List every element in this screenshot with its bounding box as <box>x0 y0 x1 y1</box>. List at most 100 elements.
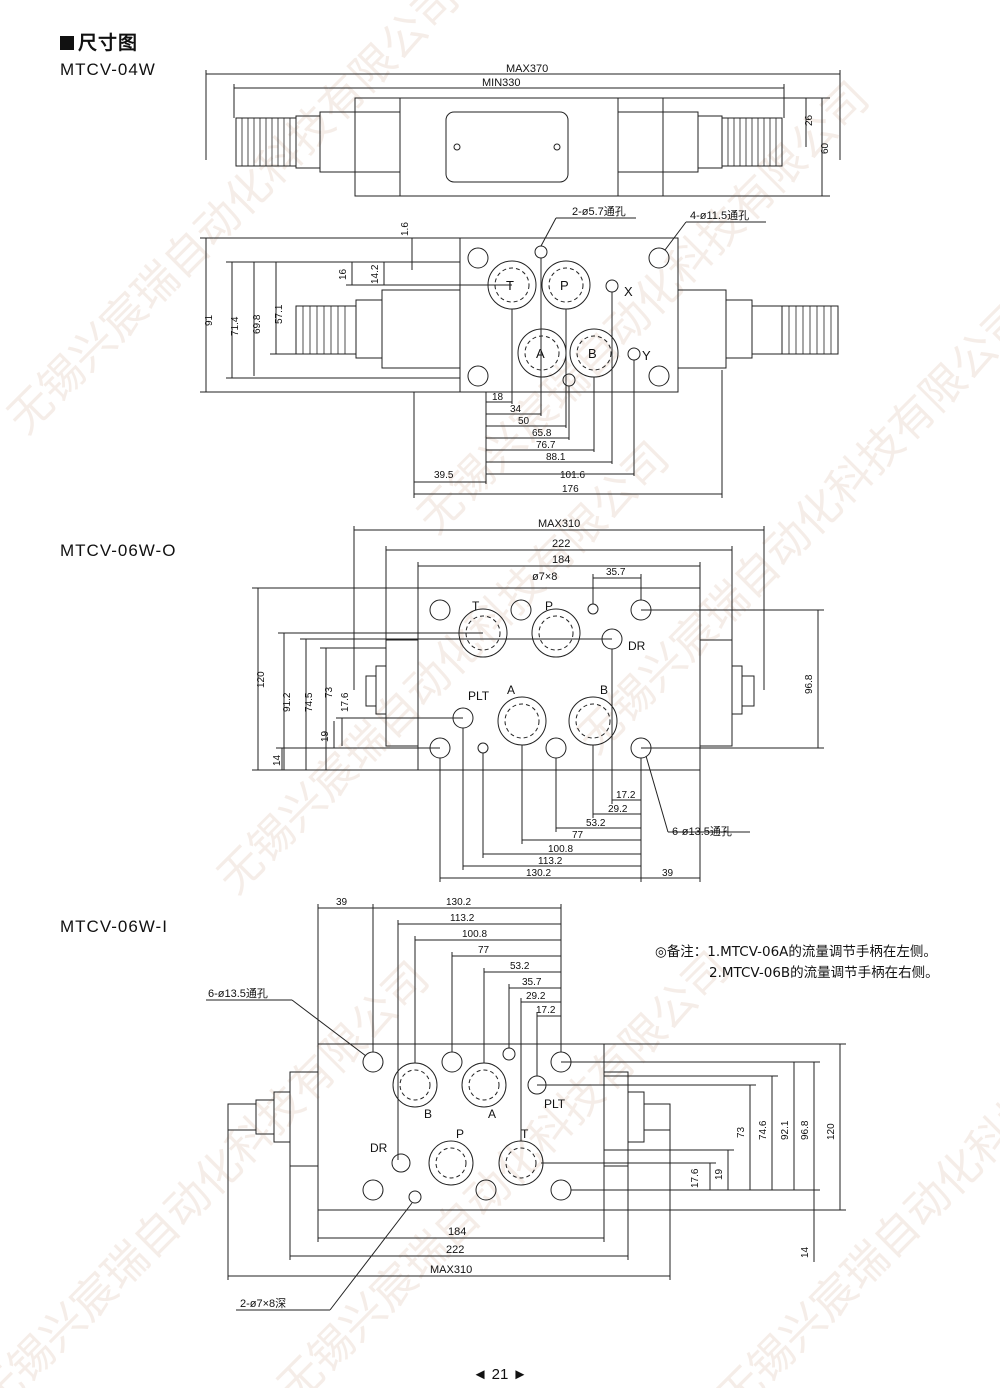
left-nut <box>375 665 387 715</box>
dim-50: 50 <box>518 416 530 427</box>
right-body <box>699 639 733 747</box>
screw-icon <box>453 143 461 151</box>
dim-39: 39 <box>662 868 674 879</box>
nameplate <box>445 111 569 183</box>
dim-16: 16 <box>338 268 349 280</box>
valve-right-cap <box>617 111 699 173</box>
dim-65-8: 65.8 <box>532 428 552 439</box>
port-label-dr: DR <box>370 1141 388 1155</box>
right-nut <box>697 115 723 169</box>
left-knob-knurl <box>241 118 291 166</box>
left-stub <box>365 675 377 707</box>
mount-hole <box>648 365 670 387</box>
mount-hole <box>648 247 670 269</box>
port-label-a: A <box>507 683 515 697</box>
dim-hole-7x8: ø7×8 <box>532 571 557 583</box>
dim-77: 77 <box>478 945 490 956</box>
left-collar <box>255 1099 275 1135</box>
dim-35-7: 35.7 <box>522 977 542 988</box>
dim-71-4: 71.4 <box>230 316 241 336</box>
dim-113-2: 113.2 <box>450 913 475 924</box>
port-a-inner <box>468 1069 500 1101</box>
port-label-dr: DR <box>628 639 646 653</box>
dim-57-1: 57.1 <box>274 304 285 324</box>
mount-hole <box>467 365 489 387</box>
pin-hole <box>534 245 548 259</box>
port-b-inner <box>576 335 612 371</box>
dim-100-8: 100.8 <box>462 929 487 940</box>
callout-4-holes: 4-ø11.5通孔 <box>690 209 749 222</box>
dim-101-6: 101.6 <box>560 470 585 481</box>
left-cylinder <box>381 289 461 369</box>
dim-74-6: 74.6 <box>758 1120 769 1140</box>
h-dim-ladder <box>413 258 723 498</box>
dim-130-2: 130.2 <box>446 897 471 908</box>
left-nut <box>273 1091 291 1143</box>
port-label-plt: PLT <box>544 1097 566 1111</box>
dim-120: 120 <box>256 671 267 688</box>
callout-6-holes: 6-ø13.5通孔 <box>208 987 268 1000</box>
port-p-inner <box>435 1147 467 1179</box>
dim-73: 73 <box>324 686 335 698</box>
dim-14-2: 14.2 <box>370 264 381 284</box>
dim-96-8: 96.8 <box>800 1120 811 1140</box>
port-b-inner <box>575 703 611 739</box>
remark-note: ◎备注：1.MTCV-06A的流量调节手柄在左侧。 2.MTCV-06B的流量调… <box>655 942 939 984</box>
dim-29-2: 29.2 <box>526 991 546 1002</box>
dim-34: 34 <box>510 404 522 415</box>
port-a-inner <box>504 703 540 739</box>
dim-17-2: 17.2 <box>616 790 636 801</box>
h-dim-ladder-top <box>317 904 562 1160</box>
mtcv06wo-view: T P DR PLT A B MAX310 222 184 ø7×8 35.7 <box>252 518 824 882</box>
dim-35-7: 35.7 <box>606 567 626 578</box>
port-x <box>605 279 619 293</box>
port-label-a: A <box>488 1107 496 1121</box>
dim-17-2: 17.2 <box>536 1005 556 1016</box>
port-label-p: P <box>545 599 553 613</box>
v-dim-ladder-right <box>537 1043 846 1262</box>
dim-18: 18 <box>492 392 504 403</box>
pin-hole <box>587 603 599 615</box>
left-knob <box>295 305 357 355</box>
dim-96-8: 96.8 <box>804 674 815 694</box>
dim-max310: MAX310 <box>538 518 580 530</box>
model-label-04w: MTCV-04W <box>60 60 156 79</box>
leader-line <box>645 755 669 833</box>
dim-113-2: 113.2 <box>538 856 563 867</box>
port-p <box>428 1140 474 1186</box>
dim-14: 14 <box>272 754 283 766</box>
mount-hole <box>545 737 567 759</box>
mount-hole <box>475 1179 497 1201</box>
right-body <box>603 1071 629 1167</box>
leader-line <box>540 217 557 247</box>
mtcv04w-top-view: MAX370 MIN330 26 60 <box>205 63 841 197</box>
dim-53-2: 53.2 <box>510 961 530 972</box>
left-knob-knurl <box>302 306 346 354</box>
model-label-06w-i: MTCV-06W-I <box>60 917 168 936</box>
dim-69-8: 69.8 <box>252 314 263 334</box>
dim-19: 19 <box>320 730 331 742</box>
port-label-b: B <box>588 346 597 361</box>
pin-hole <box>562 373 576 387</box>
dim-73: 73 <box>736 1126 747 1138</box>
right-collar <box>751 305 783 355</box>
right-cylinder <box>677 289 727 369</box>
mount-hole <box>362 1179 384 1201</box>
pin-hole <box>408 1190 422 1204</box>
square-bullet-icon <box>60 36 74 50</box>
mount-hole <box>510 599 532 621</box>
leader-line <box>291 999 367 1057</box>
valve-left-body <box>354 97 401 197</box>
dim-29-2: 29.2 <box>608 804 628 815</box>
port-p-inner <box>548 267 584 303</box>
port-t-inner <box>505 1147 537 1179</box>
page-number: ◄ 21 ► <box>472 1366 528 1383</box>
dim-max310: MAX310 <box>430 1264 472 1276</box>
remark-line-1: ◎备注：1.MTCV-06A的流量调节手柄在左侧。 <box>655 944 937 960</box>
dim-min330: MIN330 <box>482 77 521 89</box>
mtcv04w-front-view: T P A B X Y 2-ø5.7通孔 4-ø11.5通孔 91 71.4 6… <box>200 205 839 498</box>
dim-222: 222 <box>552 538 570 550</box>
right-nut <box>725 299 753 359</box>
left-body <box>385 639 419 747</box>
right-stub <box>643 1103 671 1131</box>
